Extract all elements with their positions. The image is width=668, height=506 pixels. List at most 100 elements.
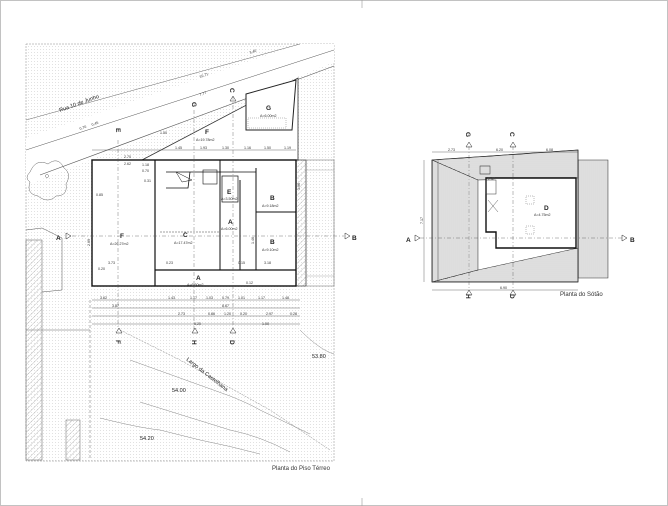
svg-text:1.01: 1.01 (238, 296, 245, 300)
svg-text:6.90: 6.90 (500, 286, 507, 290)
section-markers-ground: A B C D E F G H (56, 88, 357, 345)
svg-text:2.62: 2.62 (124, 162, 131, 166)
dimension-texts-row1: 3.62 1.43 1.17 1.03 0.79 1.01 1.17 1.48 (100, 296, 289, 300)
svg-text:B: B (352, 235, 357, 242)
svg-text:2.69: 2.69 (87, 239, 91, 246)
svg-text:3.62: 3.62 (100, 296, 107, 300)
svg-text:H: H (464, 294, 471, 299)
svg-text:G: G (190, 102, 197, 107)
attic-plan: D A=4.75m2 2.73 6.20 6.08 2.47 7.17 6.90… (406, 132, 635, 299)
section-lines-ground (72, 96, 344, 330)
svg-text:0.70: 0.70 (79, 125, 87, 131)
roof-plane-left (431, 159, 479, 283)
svg-text:2.70: 2.70 (124, 155, 131, 159)
tree-symbol (26, 160, 69, 201)
room-area: A=9.18m2 (262, 204, 278, 208)
svg-text:3.40: 3.40 (249, 49, 257, 55)
attic-caption: Planta do Sótão (560, 292, 603, 298)
contour-labels: 53.80 54.00 54.20 (140, 354, 326, 442)
svg-text:D: D (508, 294, 515, 299)
svg-text:2.73: 2.73 (448, 148, 455, 152)
svg-text:1.93: 1.93 (200, 146, 207, 150)
room-letter: B (270, 239, 275, 246)
svg-text:C: C (508, 132, 515, 137)
room-letter: B (270, 195, 275, 202)
svg-text:0.86: 0.86 (208, 312, 215, 316)
room-area: A=3.50m2 (221, 197, 237, 201)
svg-text:C: C (228, 88, 235, 93)
svg-text:A: A (56, 235, 61, 242)
svg-text:1.96: 1.96 (297, 183, 301, 190)
svg-text:1.16: 1.16 (244, 146, 251, 150)
svg-text:0.15: 0.15 (238, 261, 245, 265)
attic-dimension-lines (423, 151, 578, 291)
dimension-texts-misc: 3.40 10.71 7.77 0.70 0.45 1.50 2.70 2.62… (79, 49, 301, 326)
section-markers-attic: A B C D G H (406, 132, 635, 299)
svg-text:6.20: 6.20 (496, 148, 503, 152)
svg-text:6.08: 6.08 (546, 148, 553, 152)
svg-text:2.97: 2.97 (266, 312, 273, 316)
svg-text:0.12: 0.12 (246, 281, 253, 285)
svg-text:3.87: 3.87 (112, 304, 119, 308)
svg-text:53.80: 53.80 (312, 354, 326, 360)
svg-text:2.47: 2.47 (488, 177, 495, 181)
room-letter: F (120, 233, 124, 240)
svg-text:1.48: 1.48 (282, 296, 289, 300)
room-letter: E (227, 189, 232, 196)
neighbour-roof-right (577, 159, 609, 279)
svg-text:0.20: 0.20 (98, 267, 105, 271)
dimension-texts-top: 1.45 1.93 1.30 1.16 1.50 1.19 (175, 146, 291, 150)
svg-text:0.85: 0.85 (96, 193, 103, 197)
svg-text:0.28: 0.28 (290, 312, 297, 316)
lower-plot-lines (26, 300, 91, 461)
room-area: A=26.27m2 (110, 242, 128, 246)
ground-floor-plan: Rua 10 de Junho (25, 43, 357, 472)
dimension-texts-row3: 2.73 0.86 1.20 0.20 2.97 0.28 (178, 312, 297, 316)
svg-text:5.20: 5.20 (194, 322, 201, 326)
svg-text:54.20: 54.20 (140, 436, 154, 442)
svg-text:1.46: 1.46 (251, 237, 255, 244)
attic-room-letter: D (544, 205, 549, 212)
room-area: A=19.78m2 (196, 138, 214, 142)
svg-text:3.73: 3.73 (108, 261, 115, 265)
dimension-texts-row2: 3.87 8.67 (112, 304, 229, 308)
street-surface (26, 44, 334, 186)
ground-floor-caption: Planta do Piso Térreo (272, 466, 331, 472)
attic-room-d (485, 177, 577, 249)
building-walls (91, 159, 335, 287)
svg-text:H: H (190, 340, 197, 345)
svg-text:1.17: 1.17 (258, 296, 265, 300)
svg-text:0.70: 0.70 (142, 169, 149, 173)
room-letter: F (205, 129, 209, 136)
svg-text:0.23: 0.23 (166, 261, 173, 265)
svg-text:1.19: 1.19 (284, 146, 291, 150)
attic-dimension-texts: 2.73 6.20 6.08 2.47 7.17 6.90 (420, 148, 553, 290)
room-area: A=17.47m2 (174, 241, 192, 245)
svg-text:1.30: 1.30 (222, 146, 229, 150)
svg-text:1.03: 1.03 (206, 296, 213, 300)
terrain-contours (99, 329, 335, 455)
svg-text:1.50: 1.50 (160, 131, 167, 135)
svg-text:E: E (114, 128, 121, 133)
room-letter: A (196, 275, 201, 282)
room-letter: C (183, 232, 188, 239)
svg-text:54.00: 54.00 (172, 388, 186, 394)
section-lines-attic (420, 146, 622, 290)
attic-room-area: A=4.75m2 (534, 213, 550, 217)
svg-text:G: G (464, 132, 471, 137)
svg-text:2.73: 2.73 (178, 312, 185, 316)
svg-text:0.20: 0.20 (240, 312, 247, 316)
svg-text:3.18: 3.18 (264, 261, 271, 265)
room-area: A=6.00m2 (221, 227, 237, 231)
svg-text:B: B (630, 237, 635, 244)
svg-text:0.31: 0.31 (144, 179, 151, 183)
svg-text:D: D (228, 340, 235, 345)
svg-text:A: A (406, 237, 411, 244)
room-labels: G A=6.00m2 F A=19.78m2 F A=26.27m2 C A=1… (110, 105, 278, 287)
svg-text:7.77: 7.77 (199, 91, 207, 97)
room-area: A=6.00m2 (260, 114, 276, 118)
svg-text:0.45: 0.45 (91, 121, 99, 127)
svg-text:1.20: 1.20 (224, 312, 231, 316)
room-area: A=6.60m2 (187, 283, 203, 287)
